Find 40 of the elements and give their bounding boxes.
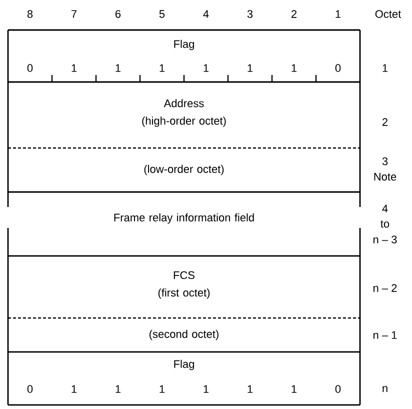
bit-value: 1 bbox=[116, 64, 121, 72]
bit-value: 0 bbox=[27, 64, 33, 72]
bit-number: 8 bbox=[27, 10, 33, 18]
bit-value: 1 bbox=[160, 385, 165, 393]
bit-value: 1 bbox=[160, 64, 165, 72]
octet-number: n bbox=[382, 386, 388, 392]
octet-number: n – 2 bbox=[374, 284, 397, 292]
bit-number: 7 bbox=[72, 10, 77, 18]
bit-value: 0 bbox=[27, 385, 33, 393]
field-box: (second octet) bbox=[7, 317, 361, 352]
octet-number: Note bbox=[374, 172, 396, 181]
octet-number: n – 1 bbox=[374, 331, 397, 339]
bit-value: 1 bbox=[72, 385, 77, 393]
bit-value: 0 bbox=[335, 385, 341, 393]
octet-number: n – 3 bbox=[374, 236, 397, 244]
field-box: Frame relay information field bbox=[7, 191, 361, 256]
bit-number: 4 bbox=[203, 10, 209, 18]
field-box: Address (high-order octet) bbox=[7, 81, 361, 148]
bit-value: 0 bbox=[335, 64, 341, 72]
bit-number: 2 bbox=[292, 10, 296, 18]
bit-number: 5 bbox=[159, 10, 165, 18]
field-box: (low-order octet) bbox=[7, 147, 361, 192]
bit-value: 1 bbox=[72, 64, 77, 72]
bit-value: 1 bbox=[204, 385, 209, 393]
bit-value: 1 bbox=[248, 385, 253, 393]
octet-number: to bbox=[380, 220, 390, 228]
bit-value: 1 bbox=[204, 64, 209, 72]
column-heading: Octet bbox=[375, 10, 402, 18]
octet-number: 1 bbox=[382, 64, 388, 72]
bit-value: 1 bbox=[248, 64, 253, 72]
octet-number: 4 bbox=[382, 204, 388, 212]
bit-value: 1 bbox=[116, 385, 121, 393]
bit-value: 1 bbox=[292, 385, 297, 393]
octet-number: 2 bbox=[382, 118, 388, 126]
bit-number: 1 bbox=[336, 10, 341, 18]
bit-number: 3 bbox=[247, 10, 253, 18]
bit-number: 6 bbox=[116, 10, 121, 18]
field-box: FCS (first octet) bbox=[7, 255, 361, 318]
bit-value: 1 bbox=[292, 64, 297, 72]
octet-number: 3 bbox=[382, 157, 388, 166]
